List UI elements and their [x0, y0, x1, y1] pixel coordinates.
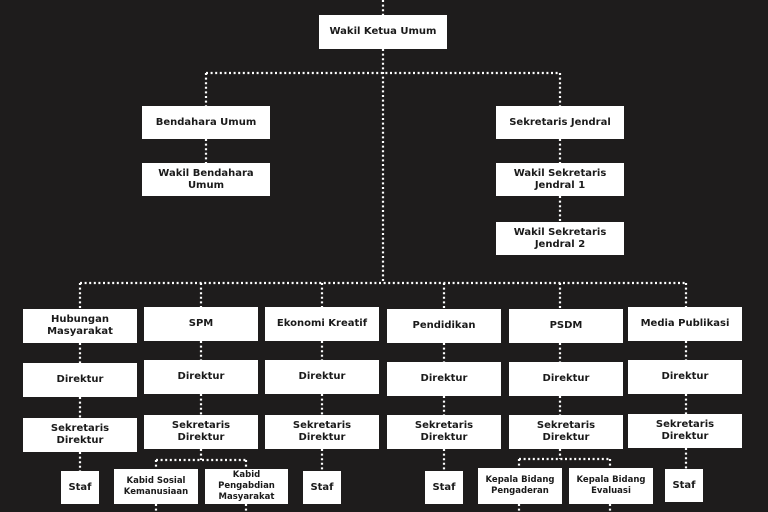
dept-psdm: PSDM	[509, 309, 623, 343]
dept-spm-kabid-sosial: Kabid Sosial Kemanusiaan	[114, 469, 198, 504]
dept-media-publikasi: Media Publikasi	[628, 307, 742, 341]
dept-psdm-kabid-pengaderan: Kepala Bidang Pengaderan	[478, 468, 562, 504]
node-wakil-ketua-umum: Wakil Ketua Umum	[319, 15, 447, 49]
dept-ekonomi-kreatif-staf: Staf	[303, 471, 341, 504]
dept-media-publikasi-staf: Staf	[665, 469, 703, 502]
dept-ekonomi-kreatif-sekretaris: Sekretaris Direktur	[265, 415, 379, 449]
dept-psdm-kabid-evaluasi: Kepala Bidang Evaluasi	[569, 468, 653, 504]
dept-pendidikan: Pendidikan	[387, 309, 501, 343]
dept-hubungan-masyarakat-direktur: Direktur	[23, 363, 137, 397]
dept-media-publikasi-direktur: Direktur	[628, 360, 742, 394]
node-sekretaris-jendral: Sekretaris Jendral	[496, 106, 624, 139]
dept-pendidikan-sekretaris: Sekretaris Direktur	[387, 415, 501, 449]
dept-spm: SPM	[144, 307, 258, 341]
dept-hubungan-masyarakat: Hubungan Masyarakat	[23, 309, 137, 343]
node-bendahara-umum: Bendahara Umum	[142, 106, 270, 139]
dept-ekonomi-kreatif-direktur: Direktur	[265, 360, 379, 394]
dept-ekonomi-kreatif: Ekonomi Kreatif	[265, 307, 379, 341]
node-wakil-sekjen-2: Wakil Sekretaris Jendral 2	[496, 222, 624, 255]
dept-psdm-sekretaris: Sekretaris Direktur	[509, 415, 623, 449]
dept-pendidikan-staf: Staf	[425, 471, 463, 504]
dept-spm-sekretaris: Sekretaris Direktur	[144, 415, 258, 449]
dept-spm-direktur: Direktur	[144, 360, 258, 394]
dept-hubungan-masyarakat-sekretaris: Sekretaris Direktur	[23, 418, 137, 452]
dept-psdm-direktur: Direktur	[509, 362, 623, 396]
node-wakil-sekjen-1: Wakil Sekretaris Jendral 1	[496, 163, 624, 196]
node-wakil-bendahara-umum: Wakil Bendahara Umum	[142, 163, 270, 196]
dept-media-publikasi-sekretaris: Sekretaris Direktur	[628, 414, 742, 448]
dept-hubungan-masyarakat-staf: Staf	[61, 471, 99, 504]
dept-pendidikan-direktur: Direktur	[387, 362, 501, 396]
dept-spm-kabid-pengabdian: Kabid Pengabdian Masyarakat	[205, 469, 288, 504]
